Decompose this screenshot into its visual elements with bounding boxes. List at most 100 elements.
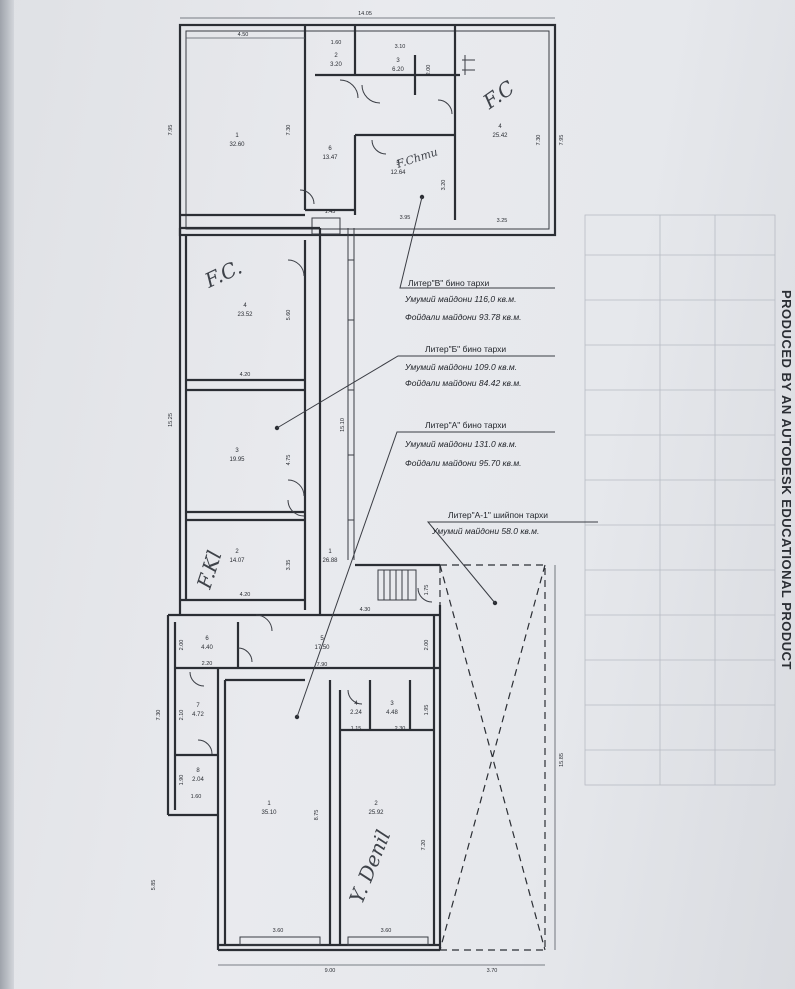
room-b3-area: 19.95: [229, 457, 245, 463]
room-v4-number: 4: [498, 124, 502, 130]
room-a2-number: 2: [374, 801, 378, 807]
room-v5-number: 5: [396, 161, 400, 167]
svg-text:2.10: 2.10: [179, 710, 185, 721]
room-a3-area: 4.48: [386, 710, 398, 716]
svg-text:1.45: 1.45: [325, 209, 336, 215]
dims-liter-v: 14.05 4.50 1.60 3.10 7.95 7.95 7.30 7.30…: [168, 11, 565, 224]
room-a5-number: 5: [320, 636, 324, 642]
room-a1-area: 35.10: [261, 810, 277, 816]
room-v1-area: 32.60: [229, 142, 245, 148]
callout-v-title: Литер"В" бино тархи: [408, 278, 489, 288]
svg-text:7.90: 7.90: [317, 662, 328, 668]
handwritten-note: F.Kl: [192, 548, 227, 593]
svg-text:5.60: 5.60: [286, 310, 292, 321]
svg-text:2.00: 2.00: [179, 640, 185, 651]
svg-text:4.20: 4.20: [240, 592, 251, 598]
room-v5-area: 12.64: [390, 170, 406, 176]
room-a7-number: 7: [196, 703, 200, 709]
svg-text:15.10: 15.10: [340, 418, 346, 432]
svg-text:15.25: 15.25: [168, 413, 174, 427]
room-a4-number: 4: [354, 701, 358, 707]
svg-text:5.85: 5.85: [151, 880, 157, 891]
svg-text:7.95: 7.95: [559, 135, 565, 146]
callout-b-useful: Фойдали майдони 84.42 кв.м.: [405, 378, 522, 388]
block-liter-v: [178, 23, 557, 237]
svg-text:7.30: 7.30: [536, 135, 542, 146]
svg-text:2.00: 2.00: [424, 640, 430, 651]
callout-a-total: Умумий майдони 131.0 кв.м.: [404, 439, 517, 449]
room-b4-area: 23.52: [237, 312, 253, 318]
svg-text:2.00: 2.00: [426, 65, 432, 76]
dim-top-total: 14.05: [358, 11, 372, 17]
room-a1-number: 1: [267, 801, 271, 807]
room-b1-number: 1: [328, 549, 332, 555]
room-v3-number: 3: [396, 58, 400, 64]
room-v6-area: 13.47: [322, 155, 338, 161]
svg-text:4.20: 4.20: [240, 372, 251, 378]
svg-text:9.00: 9.00: [325, 968, 336, 974]
dims-liter-b: 5.60 4.20 4.75 3.35 4.20 15.10 15.25 4.3…: [168, 310, 430, 613]
handwritten-note: F.Chmu: [394, 145, 439, 171]
svg-text:1.95: 1.95: [424, 705, 430, 716]
svg-text:1.60: 1.60: [191, 794, 202, 800]
svg-text:2.30: 2.30: [395, 726, 406, 732]
svg-text:1.75: 1.75: [424, 585, 430, 596]
callout-v-total: Умумий майдони 116,0 кв.м.: [404, 294, 516, 304]
room-b2-number: 2: [235, 549, 239, 555]
callout-a-title: Литер"А" бино тархи: [425, 420, 506, 430]
callout-b-total: Умумий майдони 109.0 кв.м.: [404, 362, 517, 372]
room-a5-area: 17.50: [314, 645, 330, 651]
svg-text:3.60: 3.60: [273, 928, 284, 934]
room-a4-area: 2.24: [350, 710, 362, 716]
callout-a1-total: Умумий майдони 58.0 кв.м.: [431, 526, 539, 536]
handwritten-note: F.C: [478, 76, 519, 115]
svg-text:7.95: 7.95: [168, 125, 174, 136]
svg-text:7.20: 7.20: [421, 840, 427, 851]
canopy-liter-a1: [439, 564, 546, 951]
room-a6-area: 4.40: [201, 645, 213, 651]
room-a8-area: 2.04: [192, 777, 204, 783]
svg-text:3.70: 3.70: [487, 968, 498, 974]
room-v2-number: 2: [334, 53, 338, 59]
callout-a1-title: Литер"А-1" шийпон тархи: [448, 510, 548, 520]
svg-text:4.50: 4.50: [238, 32, 249, 38]
svg-text:7.30: 7.30: [286, 125, 292, 136]
handwritten-note: F.C.: [200, 255, 246, 293]
svg-text:4.30: 4.30: [360, 607, 371, 613]
svg-text:8.75: 8.75: [314, 810, 320, 821]
room-a2-area: 25.92: [368, 810, 384, 816]
room-a3-number: 3: [390, 701, 394, 707]
svg-text:3.10: 3.10: [395, 44, 406, 50]
svg-text:3.60: 3.60: [381, 928, 392, 934]
room-b1-area: 26.88: [322, 558, 338, 564]
svg-text:1.90: 1.90: [179, 775, 185, 786]
dims-liter-a: 7.90 2.00 2.20 2.00 7.30 2.10 1.60 1.90 …: [151, 565, 565, 974]
svg-text:2.20: 2.20: [202, 661, 213, 667]
svg-text:1.15: 1.15: [351, 726, 362, 732]
room-v6-number: 6: [328, 146, 332, 152]
room-b4-number: 4: [243, 303, 247, 309]
callout-a-useful: Фойдали майдони 95.70 кв.м.: [405, 458, 522, 468]
svg-text:1.60: 1.60: [331, 40, 342, 46]
svg-text:15.85: 15.85: [559, 753, 565, 767]
block-liter-b: [178, 226, 440, 615]
handwritten-note: Y. Denil: [344, 827, 395, 907]
callout-leaders: [274, 194, 598, 720]
callout-b-title: Литер"Б" бино тархи: [425, 344, 506, 354]
binder-edge: [0, 0, 14, 989]
room-v4-area: 25.42: [492, 133, 508, 139]
callout-v-useful: Фойдали майдони 93.78 кв.м.: [405, 312, 522, 322]
svg-text:4.75: 4.75: [286, 455, 292, 466]
svg-text:3.25: 3.25: [497, 218, 508, 224]
svg-text:3.95: 3.95: [400, 215, 411, 221]
room-b2-area: 14.07: [229, 558, 245, 564]
autodesk-watermark: PRODUCED BY AN AUTODESK EDUCATIONAL PROD…: [779, 290, 794, 670]
room-b3-number: 3: [235, 448, 239, 454]
room-a6-number: 6: [205, 636, 209, 642]
background-table-ghost: [584, 214, 776, 786]
svg-text:3.35: 3.35: [286, 560, 292, 571]
svg-text:7.30: 7.30: [156, 710, 162, 721]
block-liter-a: [166, 605, 442, 952]
svg-text:3.20: 3.20: [441, 180, 447, 191]
